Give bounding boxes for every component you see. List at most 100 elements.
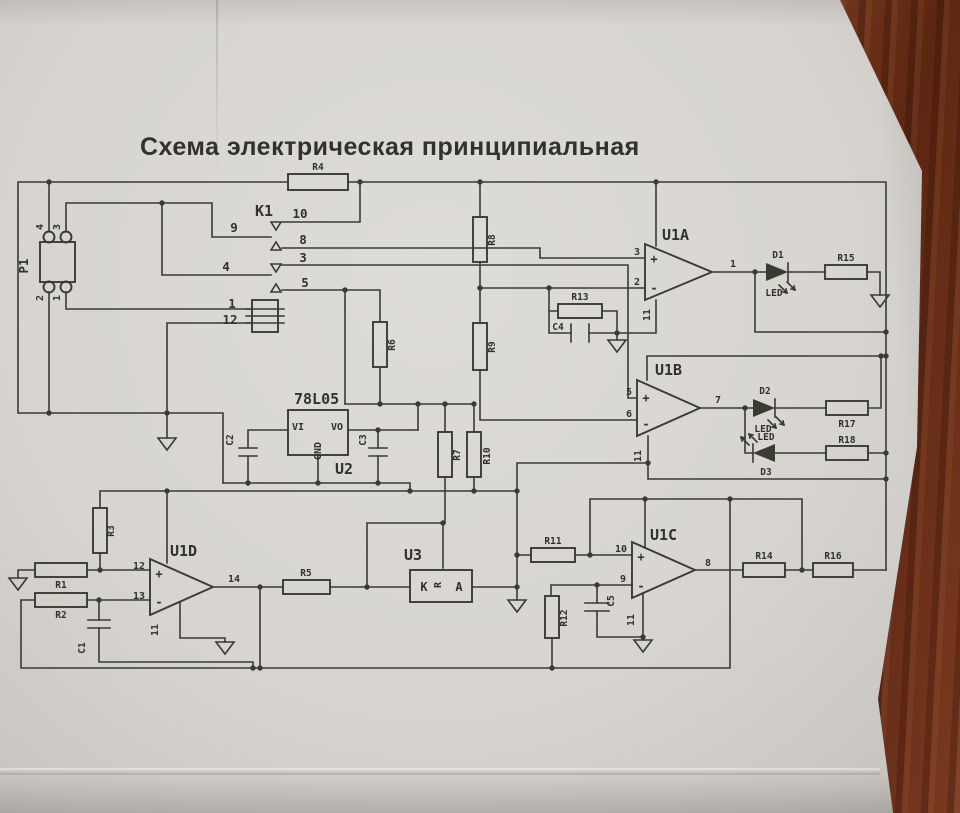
label-d1: D1 (772, 250, 784, 261)
opamp-minus-sign: - (637, 579, 644, 593)
label-p1-pin2: 2 (35, 295, 46, 301)
label-u1c-pin10: 10 (615, 544, 627, 555)
label-u1c-pin9: 9 (620, 574, 626, 585)
label-gnd: GND (313, 442, 324, 460)
label-r4: R4 (312, 162, 324, 173)
resistor-r3 (92, 507, 108, 554)
capacitor-c3 (368, 447, 388, 457)
led-d1: D1 LED (765, 250, 797, 299)
resistor-r12 (544, 595, 560, 639)
resistor-r7 (437, 431, 453, 478)
label-r11: R11 (544, 536, 561, 547)
relay-k1: K1 9 10 8 3 4 5 1 12 (222, 202, 309, 333)
label-u1d-pin11: 11 (150, 624, 161, 636)
label-78l05: 78L05 (294, 390, 339, 408)
label-d2: D2 (759, 386, 770, 397)
block-u3: U3 K R A (404, 546, 473, 603)
label-d3: D3 (760, 467, 772, 478)
label-r1: R1 (55, 580, 67, 591)
opamp-minus-sign: - (155, 595, 162, 609)
label-u3: U3 (404, 546, 422, 564)
label-u1a-pin1: 1 (730, 259, 736, 270)
label-p1: P1 (16, 258, 31, 273)
label-u1a-pin3: 3 (634, 247, 640, 258)
ground-symbols (7, 294, 891, 656)
diode-icon (753, 399, 775, 417)
label-d2-led: LED (754, 424, 771, 435)
ground-icon (632, 639, 654, 654)
resistor-r15 (824, 264, 868, 280)
label-r12: R12 (559, 609, 570, 626)
diode-icon (766, 263, 788, 281)
led-d2: D2 LED (753, 386, 786, 435)
led-d3: LED D3 (739, 432, 775, 478)
label-k1-pin10: 10 (292, 206, 307, 221)
label-u1d: U1D (170, 542, 197, 560)
resistor-r2 (34, 592, 88, 608)
label-u1c: U1C (650, 526, 677, 544)
relay-contact-icon (269, 263, 283, 274)
label-c1: C1 (77, 642, 88, 654)
label-p1-pin1: 1 (52, 295, 63, 301)
paper-crease-vertical (216, 0, 218, 180)
label-k1-pin3: 3 (299, 250, 307, 265)
opamp-u1d: U1D + - 12 13 14 11 (133, 542, 240, 636)
diode-icon (753, 444, 775, 462)
label-u1b-pin11: 11 (633, 450, 644, 462)
resistor-r10 (466, 431, 482, 478)
label-r18: R18 (838, 435, 855, 446)
label-vi: VI (292, 422, 304, 433)
ground-icon (606, 339, 628, 354)
ground-icon (214, 641, 236, 656)
resistor-r13 (557, 303, 603, 319)
label-u1a-pin11: 11 (642, 309, 653, 321)
resistor-r17 (825, 400, 869, 416)
capacitor-c5 (584, 602, 610, 612)
label-u1d-pin12: 12 (133, 561, 145, 572)
label-c5: C5 (606, 595, 617, 607)
label-r13: R13 (571, 292, 588, 303)
capacitor-c2 (238, 447, 258, 457)
capacitor-c4 (570, 323, 590, 343)
label-u1d-pin14: 14 (228, 574, 240, 585)
ground-icon (7, 577, 29, 592)
label-u1b-pin6: 6 (626, 409, 632, 420)
label-u1b-pin7: 7 (715, 395, 721, 406)
label-u1a: U1A (662, 226, 689, 244)
resistor-r6 (372, 321, 388, 368)
label-k1: K1 (255, 202, 273, 220)
opamp-minus-sign: - (650, 281, 657, 295)
opamp-u1b: U1B + - 5 6 7 11 (626, 361, 721, 462)
label-u1c-pin8: 8 (705, 558, 711, 569)
label-d3-led: LED (757, 432, 774, 443)
label-r15: R15 (837, 253, 854, 264)
label-r8: R8 (487, 234, 498, 246)
opamp-triangle (636, 378, 703, 438)
relay-contact-icon (269, 282, 283, 293)
label-r5: R5 (300, 568, 312, 579)
relay-contact-icon (269, 221, 283, 232)
label-p1-pin3: 3 (52, 224, 63, 230)
resistor-r9 (472, 322, 488, 371)
capacitors: C2 C3 C4 C5 C1 (77, 322, 617, 654)
resistors: R4 R8 R9 R6 R7 R10 R13 R15 R17 R18 R11 R… (34, 162, 869, 639)
label-k1-pin8: 8 (299, 232, 307, 247)
opamp-u1c: U1C + - 10 9 8 11 (615, 526, 711, 626)
label-u1b-pin5: 5 (626, 387, 632, 398)
label-u2: U2 (335, 460, 353, 478)
regulator-u2: 78L05 VI VO GND U2 (287, 390, 353, 478)
label-k1-pin5: 5 (301, 275, 309, 290)
label-k1-coil-pin12: 12 (222, 312, 237, 327)
opamp-plus-sign: + (155, 567, 162, 581)
resistor-r16 (812, 562, 854, 578)
resistor-r1 (34, 562, 88, 578)
label-r2: R2 (55, 610, 66, 621)
relay-contact-icon (269, 240, 283, 251)
u3-body (409, 569, 473, 603)
paper-crease-horizontal (0, 768, 880, 775)
wires (17, 181, 887, 669)
regulator-body (287, 409, 349, 456)
label-k1-coil-pin1: 1 (228, 296, 236, 311)
label-k1-pin4: 4 (222, 259, 230, 274)
